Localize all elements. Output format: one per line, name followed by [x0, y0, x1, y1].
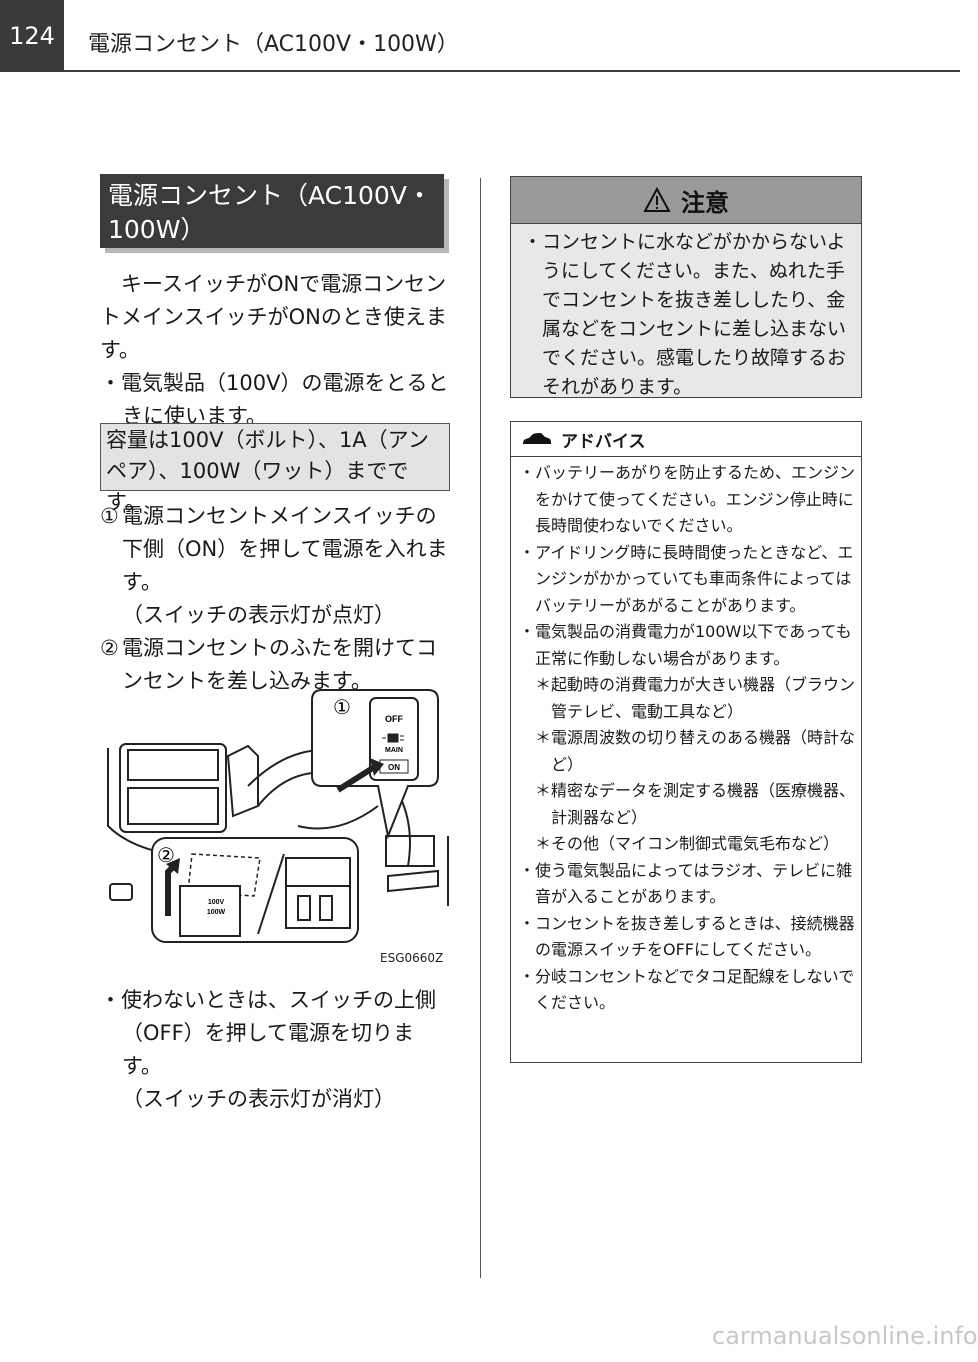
header-title: 電源コンセント（AC100V・100W） [88, 32, 459, 57]
bullet-usage: ・電気製品（100V）の電源をとるときに使います。 [100, 371, 449, 428]
advice-subitem: ＊電源周波数の切り替えのある機器（時計など） [535, 728, 856, 774]
dash-vent [127, 787, 219, 825]
left-knob [109, 883, 133, 901]
advice-title: アドバイス [561, 431, 646, 452]
figure-code: ESG0660Z [380, 951, 444, 965]
plug-icon [382, 733, 404, 743]
bullet-off: ・使わないときは、スイッチの上側（OFF）を押して電源を切ります。 [100, 988, 436, 1078]
bullet-off-sub: （スイッチの表示灯が消灯） [122, 1087, 395, 1111]
right-vent [387, 869, 439, 893]
advice-box: アドバイス ・バッテリーあがりを防止するため、エンジンをかけて使ってください。エ… [510, 421, 862, 1063]
watermark: carmanualsonline.info [712, 1322, 978, 1350]
advice-subitem: ＊精密なデータを測定する機器（医療機器、計測器など） [535, 781, 856, 827]
outlet-100w: 100W [207, 909, 226, 916]
column-divider [480, 178, 481, 1278]
outlet-housing [179, 885, 241, 937]
callout-2: ② [157, 843, 175, 867]
advice-item: ・使う電気製品によってはラジオ、テレビに雑音が入ることがあります。 [519, 860, 853, 907]
outlet-callout: 100V 100W ② [151, 837, 359, 943]
dash-side-vent [226, 744, 259, 818]
steering-hub [297, 805, 379, 830]
dash-center-panel [119, 743, 227, 833]
outlet-100v: 100V [208, 899, 225, 906]
separator-line [257, 853, 285, 935]
header-rule [64, 70, 960, 72]
switch-main-label: MAIN [385, 747, 403, 754]
caution-item: ・コンセントに水などがかからないようにしてください。また、ぬれた手でコンセントを… [523, 231, 847, 398]
advice-item: ・電気製品の消費電力が100W以下であっても正常に作動しない場合があります。 [519, 622, 852, 668]
arrowhead-icon [370, 758, 384, 776]
right-panel [385, 835, 435, 867]
advice-subitem: ＊起動時の消費電力が大きい機器（ブラウン管テレビ、電動工具など） [535, 675, 856, 721]
advice-item: ・コンセントを抜き差しするときは、接続機器の電源スイッチをOFFにしてください。 [519, 913, 855, 960]
callout-1: ① [333, 695, 351, 719]
dash-display [127, 749, 219, 781]
page-header: 124 電源コンセント（AC100V・100W） [0, 0, 960, 72]
switch-off-label: OFF [385, 714, 403, 724]
caution-title: 注意 [681, 188, 729, 217]
car-icon [523, 433, 551, 444]
lift-arrowhead-icon [166, 858, 180, 874]
advice-body: ・バッテリーあがりを防止するため、エンジンをかけて使ってください。エンジン停止時… [511, 457, 861, 1017]
step-1-sub: （スイッチの表示灯が点灯） [122, 603, 395, 627]
caution-text: ・コンセントに水などがかからないようにしてください。また、ぬれた手でコンセントを… [511, 224, 861, 402]
intro-paragraph: キースイッチがONで電源コンセントメインスイッチがONのとき使えます。 [100, 272, 447, 362]
open-outlet [285, 885, 351, 929]
capacity-note: 容量は100V（ボルト）、1A（アンペア）、100W（ワット）までです。 [100, 423, 450, 514]
step-2-text: 電源コンセントのふたを開けてコンセントを差し込みます。 [122, 636, 437, 693]
caution-box: 注意 ・コンセントに水などがかからないようにしてください。また、ぬれた手でコンセ… [510, 176, 862, 398]
lid-dashed-outline [187, 853, 261, 897]
warning-icon [643, 186, 671, 212]
socket-slot-right [319, 895, 333, 921]
left-body-bottom: ・使わないときは、スイッチの上側（OFF）を押して電源を切ります。 （スイッチの… [100, 984, 452, 1116]
open-lid [285, 857, 351, 887]
advice-item: ・分岐コンセントなどでタコ足配線をしないでください。 [519, 966, 855, 1013]
outlet-illustration: OFF MAIN ON ① 100V 100W ② [107, 689, 449, 943]
step-2-number: ② [100, 636, 119, 660]
step-1-number: ① [100, 504, 119, 528]
socket-slot-left [297, 895, 311, 921]
step-1-text: 電源コンセントメインスイッチの下側（ON）を押して電源を入れます。 [122, 504, 448, 594]
page-number: 124 [0, 0, 64, 72]
section-title: 電源コンセント（AC100V・100W） [100, 174, 444, 248]
dash-left-edge [107, 748, 169, 855]
switch-callout: OFF MAIN ON ① [311, 689, 439, 840]
advice-item: ・アイドリング時に長時間使ったときなど、エンジンがかかっていても車両条件によって… [519, 542, 854, 615]
advice-subitem: ＊その他（マイコン制御式電気毛布など） [535, 834, 840, 853]
press-arrow-icon [336, 763, 378, 793]
left-body-top: キースイッチがONで電源コンセントメインスイッチがONのとき使えます。 ・電気製… [100, 268, 452, 433]
advice-header: アドバイス [511, 422, 861, 457]
switch-on-label: ON [388, 763, 400, 772]
caution-header: 注意 [511, 177, 861, 224]
advice-item: ・バッテリーあがりを防止するため、エンジンをかけて使ってください。エンジン停止時… [519, 463, 856, 535]
